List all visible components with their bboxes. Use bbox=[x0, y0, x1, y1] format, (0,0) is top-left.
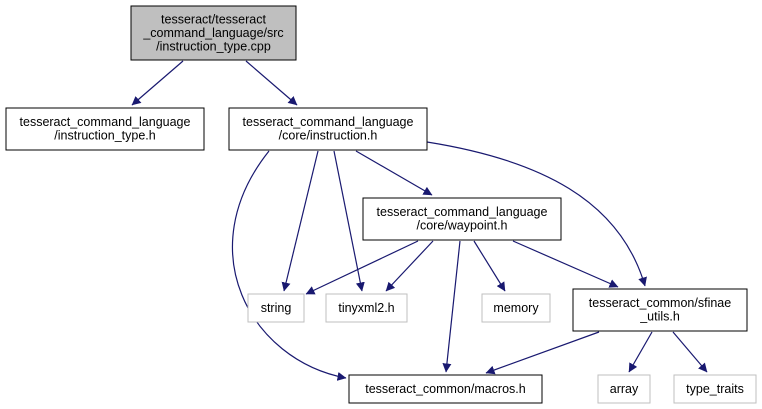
node-label: memory bbox=[493, 301, 539, 315]
node-core-waypoint-h[interactable]: tesseract_command_language/core/waypoint… bbox=[362, 197, 562, 241]
node-box bbox=[325, 293, 408, 323]
node-label: /instruction_type.h bbox=[54, 129, 155, 143]
node-core-instruction-h[interactable]: tesseract_command_language/core/instruct… bbox=[228, 107, 428, 151]
edge-core-waypoint-h-to-macros-h bbox=[442, 240, 461, 373]
edge-root-to-instruction-type-h bbox=[131, 60, 184, 106]
edge-core-waypoint-h-to-string bbox=[305, 240, 419, 295]
node-instruction-type-h[interactable]: tesseract_command_language/instruction_t… bbox=[5, 107, 205, 151]
node-label: /core/waypoint.h bbox=[416, 219, 507, 233]
node-label: _utils.h bbox=[639, 310, 680, 324]
edge-core-waypoint-h-to-memory bbox=[473, 240, 506, 292]
node-label: tesseract/tesseract bbox=[161, 12, 266, 26]
edge-sfinae-utils-h-to-macros-h bbox=[485, 331, 600, 375]
node-label: tesseract_common/macros.h bbox=[365, 382, 526, 396]
node-label: array bbox=[610, 382, 639, 396]
node-box bbox=[348, 374, 543, 404]
edge-core-instruction-h-to-core-waypoint-h bbox=[355, 150, 433, 196]
edge-core-instruction-h-to-string bbox=[281, 150, 319, 292]
node-label: string bbox=[261, 301, 292, 315]
node-root: tesseract/tesseract_command_language/src… bbox=[130, 5, 297, 61]
edge-core-instruction-h-to-sfinae-utils-h bbox=[426, 141, 647, 287]
node-box bbox=[5, 107, 205, 151]
edge-root-to-core-instruction-h bbox=[245, 60, 298, 106]
node-label: /instruction_type.cpp bbox=[156, 39, 271, 53]
node-box bbox=[228, 107, 428, 151]
edge-core-instruction-h-to-macros-h bbox=[231, 150, 347, 381]
node-box bbox=[130, 5, 297, 61]
node-label: tesseract_command_language bbox=[243, 115, 414, 129]
node-box bbox=[362, 197, 562, 241]
node-type-traits[interactable]: type_traits bbox=[673, 374, 757, 404]
node-label: tinyxml2.h bbox=[338, 301, 394, 315]
node-label: tesseract_command_language bbox=[20, 115, 191, 129]
node-array[interactable]: array bbox=[597, 374, 651, 404]
edge-core-waypoint-h-to-tinyxml2-h bbox=[385, 240, 434, 292]
node-string[interactable]: string bbox=[247, 293, 305, 323]
edge-sfinae-utils-h-to-type-traits bbox=[672, 331, 708, 373]
node-box bbox=[597, 374, 651, 404]
node-tinyxml2-h[interactable]: tinyxml2.h bbox=[325, 293, 408, 323]
node-sfinae-utils-h[interactable]: tesseract_common/sfinae_utils.h bbox=[572, 288, 748, 332]
node-box bbox=[481, 293, 551, 323]
edge-core-instruction-h-to-tinyxml2-h bbox=[333, 150, 365, 292]
node-label: _command_language/src bbox=[142, 26, 283, 40]
edge-sfinae-utils-h-to-array bbox=[628, 331, 653, 373]
node-label: type_traits bbox=[686, 382, 744, 396]
node-label: /core/instruction.h bbox=[279, 129, 378, 143]
edges-layer bbox=[131, 60, 708, 381]
nodes-layer: tesseract/tesseract_command_language/src… bbox=[5, 5, 757, 404]
edge-core-waypoint-h-to-sfinae-utils-h bbox=[512, 240, 619, 288]
node-label: tesseract_command_language bbox=[377, 205, 548, 219]
node-box bbox=[247, 293, 305, 323]
node-macros-h[interactable]: tesseract_common/macros.h bbox=[348, 374, 543, 404]
node-box bbox=[673, 374, 757, 404]
node-memory[interactable]: memory bbox=[481, 293, 551, 323]
node-box bbox=[572, 288, 748, 332]
node-label: tesseract_common/sfinae bbox=[589, 296, 731, 310]
